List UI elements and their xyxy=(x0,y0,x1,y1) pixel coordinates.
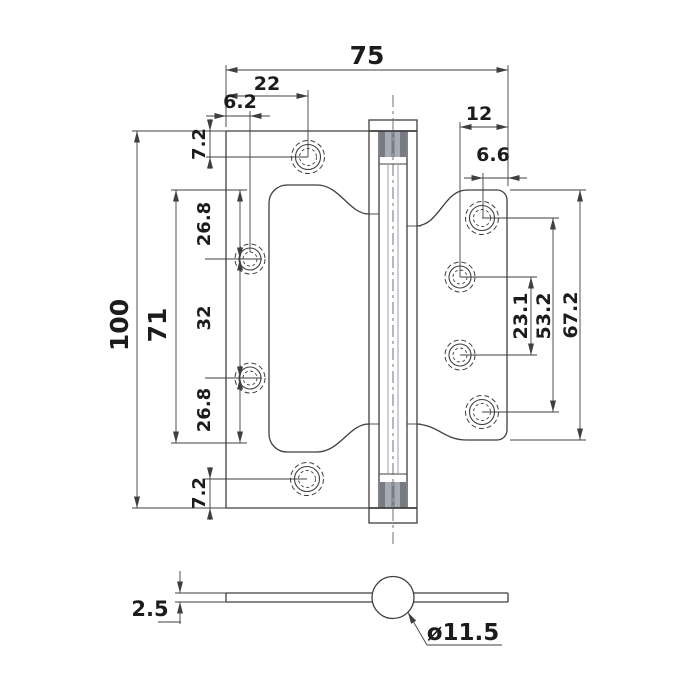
dim-total-width: 75 xyxy=(350,41,385,70)
dim-left-pitch-top: 26.8 xyxy=(194,202,215,246)
dim-right-leaf-height: 67.2 xyxy=(560,292,582,339)
dim-right-corner-hole-inset: 6.6 xyxy=(476,144,510,166)
diameter-leader: ø11.5 xyxy=(407,612,502,646)
dim-total-height: 100 xyxy=(105,299,134,351)
dim-hole1-x: 22 xyxy=(254,73,280,95)
dim-right-pitch-outer: 53.2 xyxy=(533,293,555,340)
thickness-dimension: 2.5 xyxy=(131,571,226,624)
dim-left-margin-bottom: 7.2 xyxy=(189,477,210,509)
knuckle-circle xyxy=(371,575,415,620)
bottom-profile-view: 2.5 ø11.5 xyxy=(131,571,509,646)
dim-hole2-x: 6.2 xyxy=(223,91,257,113)
dim-right-hole-inset: 12 xyxy=(466,103,492,125)
dim-left-span: 71 xyxy=(143,308,172,343)
right-leaf-outline xyxy=(416,189,508,441)
front-view: 75 22 6.2 12 6.6 7.2 26.8 32 26.8 7.2 10… xyxy=(105,41,586,545)
hinge-barrel xyxy=(365,95,421,545)
dim-knuckle-diameter: ø11.5 xyxy=(427,620,500,646)
leaf-strip xyxy=(225,592,509,603)
front-dimensions: 75 22 6.2 12 6.6 7.2 26.8 32 26.8 7.2 10… xyxy=(105,41,586,520)
dim-left-pitch-bottom: 26.8 xyxy=(194,388,215,432)
dim-thickness: 2.5 xyxy=(131,597,168,621)
dim-left-pitch-mid: 32 xyxy=(194,305,215,330)
dim-right-pitch-inner: 23.1 xyxy=(510,293,532,340)
left-leaf-cutout xyxy=(268,184,370,453)
dim-left-margin-top: 7.2 xyxy=(189,128,210,160)
